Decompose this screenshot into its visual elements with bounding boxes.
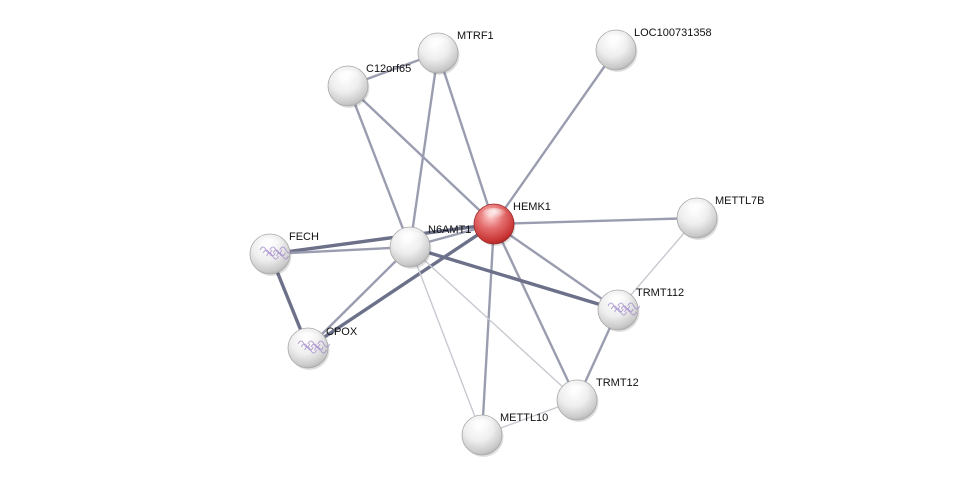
sphere-highlight [603,34,629,48]
edge-n6amt1-mettl10[interactable] [409,246,483,436]
edge-mtrf1-n6amt1[interactable] [408,51,440,249]
sphere-highlight [295,332,321,346]
node-label: TRMT12 [596,377,639,389]
edge-n6amt1-trmt12[interactable] [409,246,578,401]
node-label: HEMK1 [513,201,551,213]
edge-hemk1-mettl7b[interactable] [492,216,699,226]
edge-hemk1-trmt112[interactable] [492,222,620,312]
sphere-highlight [605,294,631,308]
sphere-highlight [564,384,590,398]
node-label: METTL7B [715,195,765,207]
node-c12orf65[interactable]: C12orf65 [327,63,411,108]
sphere-highlight [684,202,710,216]
node-label: TRMT112 [636,287,684,299]
sphere-highlight [335,70,361,84]
edge-loc100731358-hemk1[interactable] [492,48,618,226]
node-n6amt1[interactable]: N6AMT1 [389,224,471,269]
edge-hemk1-fech[interactable] [268,222,496,256]
node-mtrf1[interactable]: MTRF1 [417,30,494,75]
edge-layer [268,48,699,437]
edge-hemk1-mettl10[interactable] [480,222,496,437]
node-cpox[interactable]: CPOX [287,326,358,370]
edge-n6amt1-fech[interactable] [268,245,412,256]
sphere-highlight [397,231,423,245]
node-label: N6AMT1 [428,224,471,236]
node-label: MTRF1 [457,30,494,42]
node-label: CPOX [326,326,358,338]
node-loc100731358[interactable]: LOC100731358 [595,27,712,72]
edge-n6amt1-trmt112[interactable] [408,245,620,312]
edge-c12orf65-hemk1[interactable] [346,84,496,226]
sphere-highlight [469,419,495,433]
edge-mtrf1-hemk1[interactable] [436,51,496,226]
node-fech[interactable]: FECH [249,231,319,276]
node-label: FECH [289,231,319,243]
node-label: METTL10 [500,412,548,424]
node-mettl7b[interactable]: METTL7B [676,195,765,240]
node-mettl10[interactable]: METTL10 [461,412,548,457]
edge-c12orf65-n6amt1[interactable] [346,84,412,249]
sphere-highlight [257,238,283,252]
node-trmt112[interactable]: TRMT112 [597,287,684,332]
edge-hemk1-trmt12[interactable] [492,222,579,402]
sphere-highlight [481,208,507,222]
edge-n6amt1-cpox[interactable] [306,245,412,350]
node-trmt12[interactable]: TRMT12 [556,377,639,422]
sphere-highlight [425,37,451,51]
node-label: LOC100731358 [634,27,712,39]
node-hemk1[interactable]: HEMK1 [473,201,551,246]
node-label: C12orf65 [366,63,411,75]
edge-hemk1-cpox[interactable] [306,222,496,350]
